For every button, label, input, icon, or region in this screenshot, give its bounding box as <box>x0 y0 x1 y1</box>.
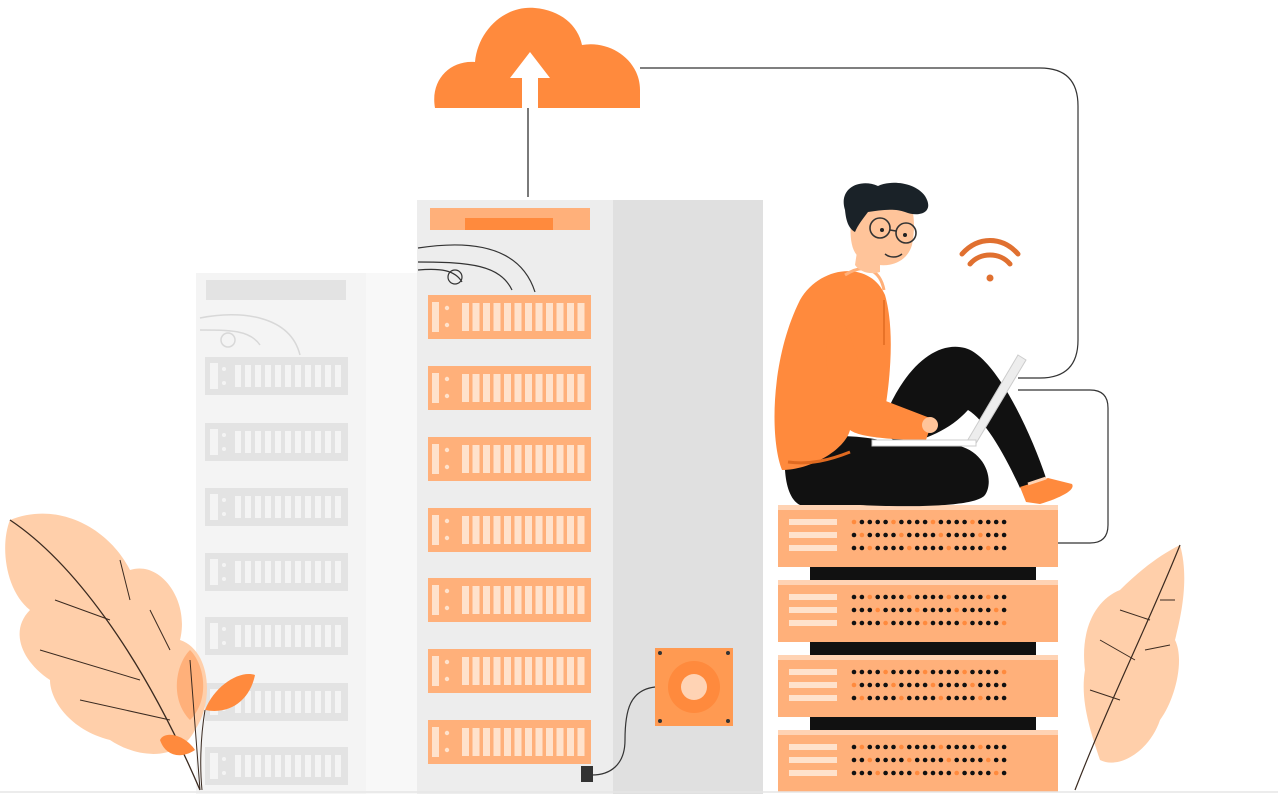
background-rack-slot <box>205 747 348 785</box>
background-rack-slot <box>205 553 348 591</box>
background-rack-slot <box>205 357 348 395</box>
stacked-server-units <box>778 505 1058 792</box>
server-unit <box>778 655 1058 730</box>
main-rack-slot <box>428 366 591 410</box>
wifi-icon <box>959 238 1021 282</box>
main-rack-slot <box>428 508 591 552</box>
cloud-upload-icon <box>434 7 640 197</box>
main-rack-slot <box>428 437 591 481</box>
server-unit <box>778 505 1058 580</box>
background-rack-slot <box>205 423 348 461</box>
network-cable-lower <box>1018 389 1109 544</box>
background-rack-slot <box>205 617 348 655</box>
left-leaf-plant <box>5 513 255 791</box>
main-rack-slot <box>428 295 591 339</box>
person-with-laptop <box>774 182 1073 507</box>
main-rack-slot <box>428 578 591 622</box>
server-unit <box>778 730 1058 792</box>
main-rack-slots <box>428 295 591 764</box>
server-unit <box>778 580 1058 655</box>
main-server-rack <box>417 200 763 794</box>
right-leaf-plant <box>1074 544 1185 791</box>
main-rack-slot <box>428 720 591 764</box>
main-rack-slot <box>428 649 591 693</box>
background-server-rack <box>196 273 420 794</box>
network-cable <box>640 67 1079 379</box>
power-box <box>581 648 733 782</box>
background-rack-slots <box>205 357 348 785</box>
background-rack-slot <box>205 488 348 526</box>
